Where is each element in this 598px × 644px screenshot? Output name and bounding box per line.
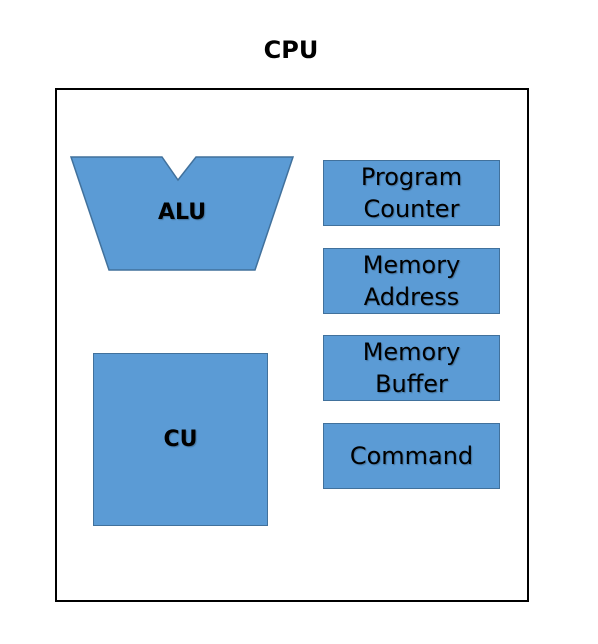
cu-label: CU bbox=[163, 427, 198, 452]
cu-block: CU bbox=[93, 353, 268, 526]
diagram-title: CPU bbox=[263, 36, 319, 64]
cpu-container bbox=[55, 88, 529, 602]
register-label: Program Counter bbox=[360, 163, 463, 223]
alu-label: ALU bbox=[157, 200, 207, 225]
register-label: Memory Buffer bbox=[362, 338, 461, 398]
register-memory-address: Memory Address bbox=[323, 248, 500, 314]
alu-polygon bbox=[69, 156, 295, 271]
register-label: Command bbox=[349, 442, 474, 470]
register-memory-buffer: Memory Buffer bbox=[323, 335, 500, 401]
register-program-counter: Program Counter bbox=[323, 160, 500, 226]
register-label: Memory Address bbox=[362, 251, 461, 311]
alu-shape bbox=[69, 156, 295, 271]
register-command: Command bbox=[323, 423, 500, 489]
